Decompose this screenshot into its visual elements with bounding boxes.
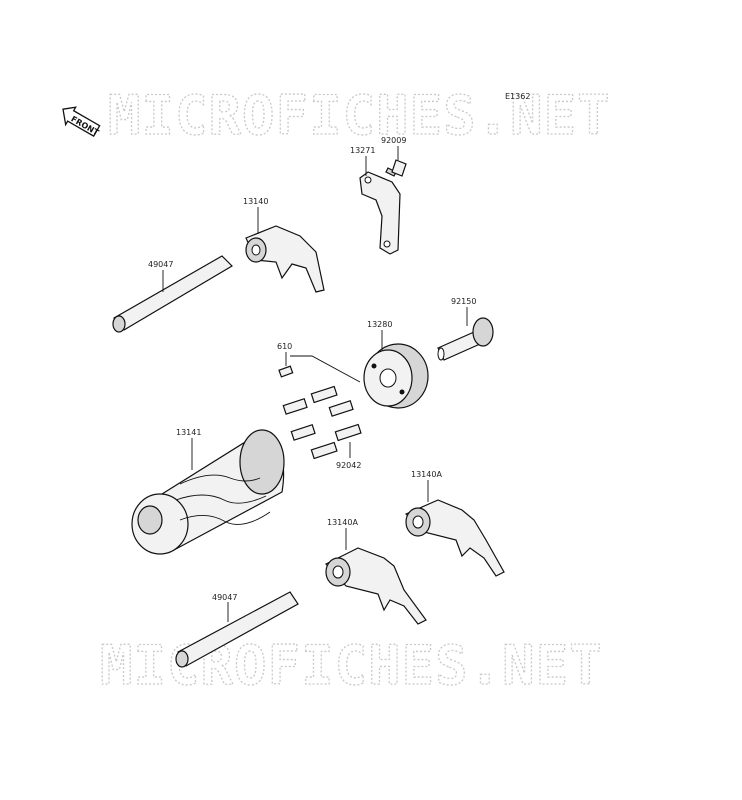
part-label-49047-top[interactable]: 49047 xyxy=(148,260,173,269)
part-label-13140a-right[interactable]: 13140A xyxy=(411,470,442,479)
screw-92009 xyxy=(385,159,407,177)
part-label-13280[interactable]: 13280 xyxy=(367,320,392,329)
part-label-610[interactable]: 610 xyxy=(277,342,292,351)
front-arrow-icon: FRONT xyxy=(62,106,101,138)
part-label-13140a-left[interactable]: 13140A xyxy=(327,518,358,527)
shift-fork-13140a-left xyxy=(325,547,427,625)
shaft-49047-bottom xyxy=(175,591,299,668)
watermark-bottom: MICROFICHES.NET xyxy=(100,634,603,697)
watermark-top: MICROFICHES.NET xyxy=(108,84,611,147)
part-label-13140[interactable]: 13140 xyxy=(243,197,268,206)
bolt-92150 xyxy=(437,317,494,361)
part-label-92150[interactable]: 92150 xyxy=(451,297,476,306)
pin-610 xyxy=(278,365,294,378)
bracket-13271 xyxy=(359,171,401,255)
drum-cam-13280 xyxy=(363,343,429,409)
pins-92042 xyxy=(282,385,362,460)
shift-fork-13140a-right xyxy=(404,499,505,577)
part-label-13141[interactable]: 13141 xyxy=(176,428,201,437)
leader-610-cam xyxy=(290,355,361,383)
bracket-hole xyxy=(364,176,372,184)
shaft-49047-top xyxy=(112,255,233,333)
bracket-hole xyxy=(383,240,391,248)
shift-drum-13141 xyxy=(131,429,285,555)
part-label-49047-bottom[interactable]: 49047 xyxy=(212,593,237,602)
part-label-13271[interactable]: 13271 xyxy=(350,146,375,155)
part-label-92042[interactable]: 92042 xyxy=(336,461,361,470)
diagram-code: E1362 xyxy=(505,92,530,101)
shift-fork-13140 xyxy=(245,225,325,293)
part-label-92009[interactable]: 92009 xyxy=(381,136,406,145)
